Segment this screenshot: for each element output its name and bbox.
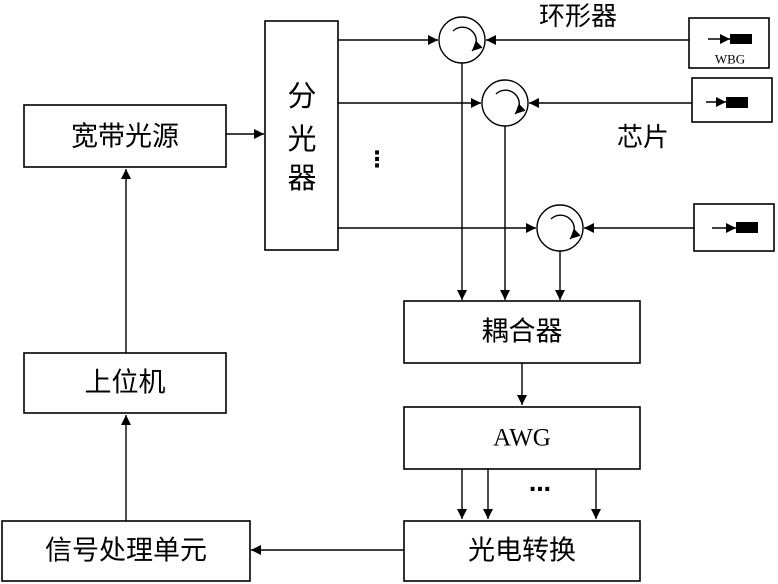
coupler-block: 耦合器 bbox=[403, 300, 641, 364]
branch-ellipsis: ⋮ bbox=[366, 148, 388, 173]
photoelectric-block: 光电转换 bbox=[403, 520, 641, 582]
splitter-label-1: 分 bbox=[287, 79, 316, 113]
wbg-label: WBG bbox=[715, 52, 745, 67]
wbg-chip-3 bbox=[693, 203, 775, 252]
awg-block: AWG bbox=[403, 406, 641, 470]
awg-label: AWG bbox=[493, 425, 551, 452]
awg-output-ellipsis: ⋯ bbox=[529, 478, 551, 503]
photoelectric-label: 光电转换 bbox=[468, 536, 576, 567]
splitter-block: 分 光 器 bbox=[264, 20, 339, 251]
broadband-source-label: 宽带光源 bbox=[71, 122, 179, 153]
circulator-3 bbox=[536, 204, 584, 252]
splitter-label-2: 光 bbox=[287, 122, 316, 156]
host-computer-label: 上位机 bbox=[85, 368, 166, 399]
signal-processing-block: 信号处理单元 bbox=[1, 520, 251, 582]
host-computer-block: 上位机 bbox=[23, 352, 227, 414]
splitter-label-3: 器 bbox=[287, 161, 316, 195]
chip-label: 芯片 bbox=[617, 123, 669, 153]
coupler-label: 耦合器 bbox=[482, 317, 563, 348]
wbg-chip-2 bbox=[691, 77, 773, 123]
circulator-label: 环形器 bbox=[539, 2, 617, 32]
broadband-source-block: 宽带光源 bbox=[23, 104, 227, 168]
signal-processing-label: 信号处理单元 bbox=[45, 536, 207, 567]
wbg-chip-1: WBG bbox=[688, 17, 770, 69]
circulator-2 bbox=[481, 79, 529, 127]
circulator-1 bbox=[438, 16, 486, 64]
